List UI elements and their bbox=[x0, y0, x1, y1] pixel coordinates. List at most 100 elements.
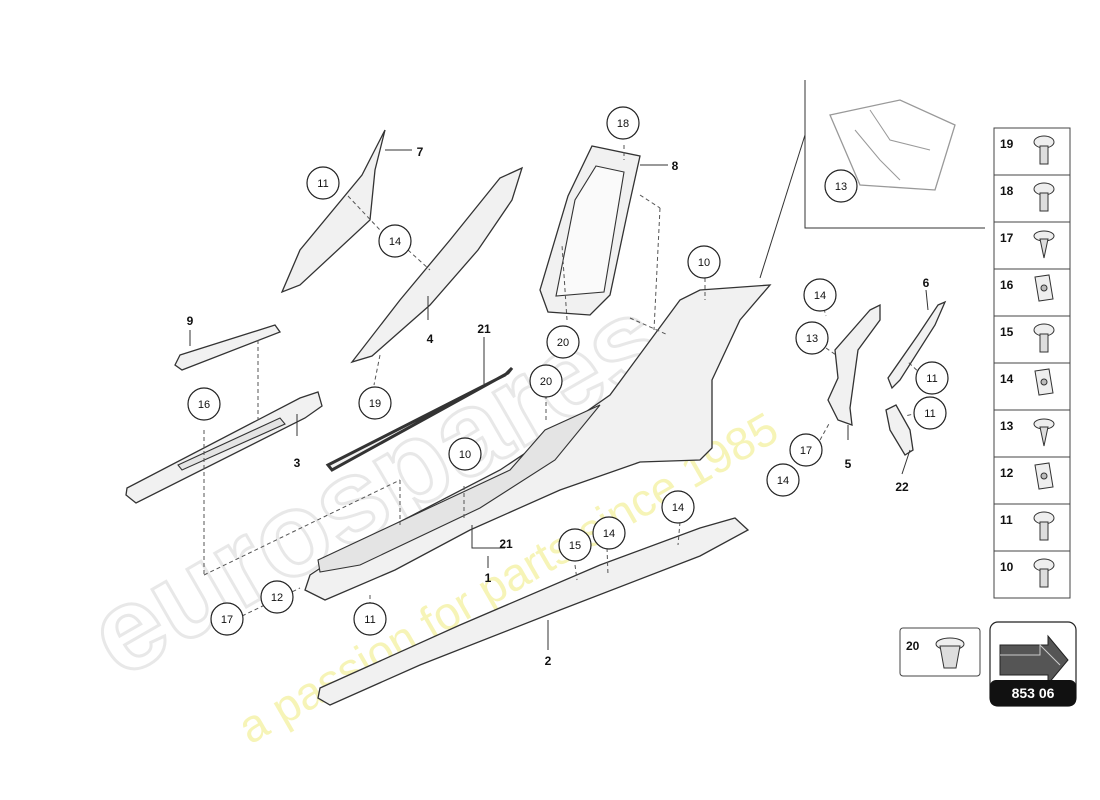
callout-circle bbox=[766, 463, 800, 497]
callout-14: 14 bbox=[766, 463, 800, 497]
callout-circle bbox=[803, 278, 837, 312]
callout-10: 10 bbox=[687, 245, 721, 279]
callout-13: 13 bbox=[824, 169, 858, 203]
part-label-21: 21 bbox=[499, 537, 513, 551]
callout-number: 17 bbox=[221, 614, 233, 626]
legend-number: 10 bbox=[1000, 560, 1014, 574]
callout-number: 14 bbox=[389, 236, 401, 248]
callout-circle bbox=[353, 602, 387, 636]
callout-number: 14 bbox=[672, 502, 684, 514]
callout-14: 14 bbox=[803, 278, 837, 312]
inset-detail bbox=[759, 80, 985, 279]
part-label-6: 6 bbox=[923, 276, 930, 290]
legend-number: 18 bbox=[1000, 184, 1014, 198]
part-label-22: 22 bbox=[895, 480, 909, 494]
callout-circle bbox=[187, 387, 221, 421]
part-6-strip bbox=[887, 300, 947, 390]
callout-circle bbox=[529, 364, 563, 398]
callout-11: 11 bbox=[915, 361, 949, 395]
callout-15: 15 bbox=[558, 528, 592, 562]
legend-item-13: 13 bbox=[993, 409, 1071, 458]
callout-circle bbox=[358, 386, 392, 420]
callout-11: 11 bbox=[913, 396, 947, 430]
bolt-icon bbox=[1033, 511, 1055, 541]
part-label-7: 7 bbox=[417, 145, 424, 159]
callout-number: 15 bbox=[569, 540, 581, 552]
callout-number: 11 bbox=[926, 373, 937, 385]
part-4-a-pillar-trim bbox=[350, 166, 524, 364]
callout-number: 16 bbox=[198, 399, 210, 411]
legend-item-11: 11 bbox=[993, 503, 1071, 552]
callout-10: 10 bbox=[448, 437, 482, 471]
screw-icon bbox=[1033, 418, 1055, 447]
callout-circle bbox=[913, 396, 947, 430]
callout-12: 12 bbox=[260, 580, 294, 614]
callout-14: 14 bbox=[661, 490, 695, 524]
callout-circle bbox=[915, 361, 949, 395]
callout-11: 11 bbox=[353, 602, 387, 636]
callout-circle bbox=[687, 245, 721, 279]
callout-number: 10 bbox=[459, 449, 471, 461]
part-21-seal bbox=[325, 366, 514, 472]
legend-item-19: 19 bbox=[993, 127, 1071, 176]
callout-16: 16 bbox=[187, 387, 221, 421]
callout-number: 19 bbox=[369, 398, 381, 410]
legend-item-17: 17 bbox=[993, 221, 1071, 270]
part-8-inner bbox=[555, 165, 625, 297]
bolt-icon bbox=[1033, 135, 1055, 165]
callout-number: 20 bbox=[557, 337, 569, 349]
legend-number: 13 bbox=[1000, 419, 1014, 433]
callout-circle bbox=[260, 580, 294, 614]
legend-number: 15 bbox=[1000, 325, 1014, 339]
part-label-3: 3 bbox=[294, 456, 301, 470]
arrow-icon bbox=[999, 634, 1069, 686]
part-label-21: 21 bbox=[477, 322, 491, 336]
callout-17: 17 bbox=[789, 433, 823, 467]
callout-number: 11 bbox=[364, 614, 375, 626]
leader-lines bbox=[189, 149, 929, 650]
legend-item-16: 16 bbox=[993, 268, 1071, 317]
part-label-4: 4 bbox=[427, 332, 434, 346]
legend-item-18: 18 bbox=[993, 174, 1071, 223]
callout-number: 14 bbox=[603, 528, 615, 540]
callout-circle bbox=[795, 321, 829, 355]
callout-circle bbox=[558, 528, 592, 562]
callout-number: 11 bbox=[317, 178, 328, 190]
callout-circle bbox=[546, 325, 580, 359]
callout-number: 10 bbox=[698, 257, 710, 269]
reference-code: 853 06 bbox=[1012, 685, 1055, 701]
part-label-8: 8 bbox=[672, 159, 679, 173]
legend-number: 17 bbox=[1000, 231, 1014, 245]
legend-number: 14 bbox=[1000, 372, 1014, 386]
callout-14: 14 bbox=[378, 224, 412, 258]
callout-circle bbox=[606, 106, 640, 140]
clip-nut-icon bbox=[1034, 274, 1054, 302]
callout-number: 11 bbox=[924, 408, 935, 420]
callout-circle bbox=[824, 169, 858, 203]
legend-item-12: 12 bbox=[993, 456, 1071, 505]
part-5-bracket bbox=[827, 303, 881, 426]
part-label-9: 9 bbox=[187, 314, 194, 328]
legend-number: 20 bbox=[906, 639, 920, 653]
part-1-rail bbox=[317, 404, 601, 573]
part-label-1: 1 bbox=[485, 571, 492, 585]
callout-number: 14 bbox=[777, 475, 789, 487]
callout-number: 12 bbox=[271, 592, 283, 604]
legend-item-15: 15 bbox=[993, 315, 1071, 364]
callout-circle bbox=[592, 516, 626, 550]
callout-circle bbox=[661, 490, 695, 524]
bolt-icon bbox=[1033, 323, 1055, 353]
callout-number: 13 bbox=[806, 333, 818, 345]
callout-14: 14 bbox=[592, 516, 626, 550]
part-22-clip bbox=[885, 404, 914, 456]
legend-item-14: 14 bbox=[993, 362, 1071, 411]
callout-circle bbox=[210, 602, 244, 636]
bolt-icon bbox=[1033, 558, 1055, 588]
callout-11: 11 bbox=[306, 166, 340, 200]
legend-item-20: 20 bbox=[899, 627, 981, 677]
callout-number: 14 bbox=[814, 290, 826, 302]
callout-number: 20 bbox=[540, 376, 552, 388]
callout-20: 20 bbox=[529, 364, 563, 398]
